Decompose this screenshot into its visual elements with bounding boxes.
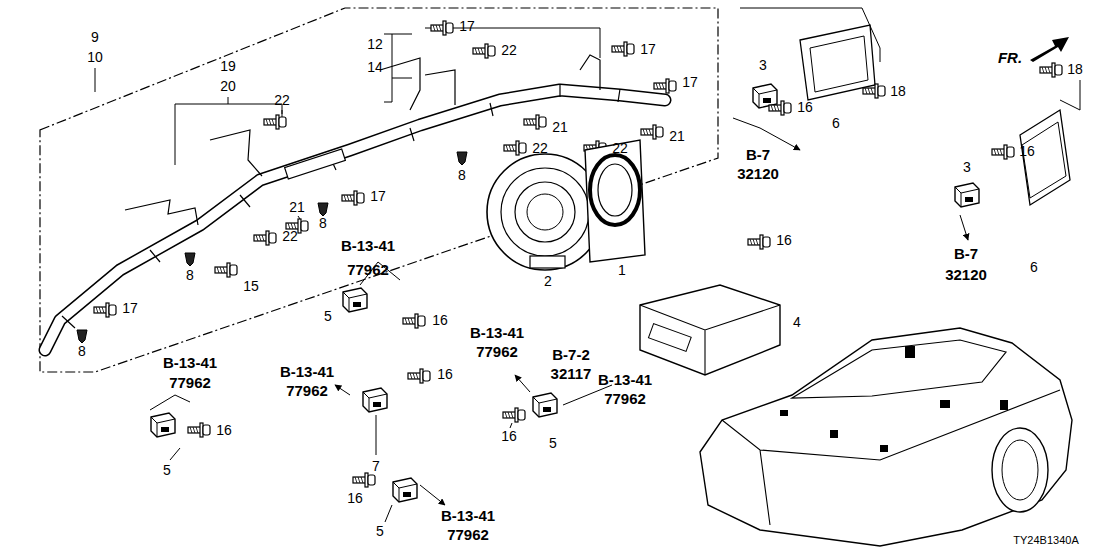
callout-number: 20: [219, 79, 237, 94]
callout-number: 16: [500, 429, 518, 444]
callout-number: 17: [458, 19, 476, 34]
callout-number: 7: [371, 459, 381, 474]
callout-number: 21: [288, 200, 306, 215]
callout-number: 5: [548, 436, 558, 451]
callout-number: 12: [366, 37, 384, 52]
reference-code: 32120: [736, 166, 780, 183]
callout-number: 8: [185, 268, 195, 283]
callout-number: 5: [162, 463, 172, 478]
callout-number: 17: [121, 301, 139, 316]
callout-number: 14: [366, 60, 384, 75]
callout-number: 16: [775, 233, 793, 248]
callout-number: 22: [500, 43, 518, 58]
callout-number: 8: [457, 168, 467, 183]
callout-number: 16: [346, 491, 364, 506]
reference-code: B-13-41: [469, 325, 525, 342]
callout-number: 10: [86, 50, 104, 65]
callout-number: 17: [681, 75, 699, 90]
reference-code: B-13-41: [279, 364, 335, 381]
callout-number: 21: [551, 120, 569, 135]
reference-code: 77962: [446, 527, 490, 544]
callout-number: 2: [543, 274, 553, 289]
reference-code: B-7: [953, 246, 979, 263]
callout-number: 16: [436, 367, 454, 382]
callout-number: 22: [273, 93, 291, 108]
callout-number: 8: [77, 344, 87, 359]
reference-code: 77962: [285, 383, 329, 400]
callout-number: 9: [90, 30, 100, 45]
callout-number: 16: [215, 423, 233, 438]
callout-number: 22: [531, 141, 549, 156]
reference-code: B-13-41: [340, 238, 396, 255]
callout-number: 1: [617, 263, 627, 278]
reference-code: 77962: [346, 262, 390, 279]
callout-number: 16: [431, 313, 449, 328]
callout-number: 15: [242, 279, 260, 294]
callout-number: 17: [639, 42, 657, 57]
diagram-code: TY24B1340A: [1012, 534, 1079, 546]
callout-number: 19: [219, 59, 237, 74]
callout-number: 16: [1018, 144, 1036, 159]
callout-number: 4: [792, 315, 802, 330]
callout-number: 6: [1029, 260, 1039, 275]
callout-number: 5: [323, 309, 333, 324]
callout-number: 16: [796, 100, 814, 115]
reference-code: B-7: [745, 147, 771, 164]
callout-number: 18: [889, 84, 907, 99]
reference-code: 32117: [550, 366, 593, 383]
callout-number: 18: [1066, 62, 1084, 77]
callout-number: 6: [831, 116, 841, 131]
reference-code: 77962: [168, 375, 212, 392]
callout-number: 17: [369, 189, 387, 204]
reference-code: 32120: [944, 267, 988, 284]
reference-code: B-13-41: [440, 508, 496, 525]
reference-code: B-13-41: [162, 355, 218, 372]
callout-number: 21: [668, 129, 686, 144]
callout-number: 22: [611, 141, 629, 156]
callout-number: 8: [318, 216, 328, 231]
callout-number: 3: [758, 58, 768, 73]
callout-number: 3: [962, 160, 972, 175]
reference-code: B-7-2: [551, 347, 591, 364]
front-indicator: FR.: [997, 50, 1023, 67]
reference-code: 77962: [603, 391, 647, 408]
reference-code: B-13-41: [597, 372, 653, 389]
callout-number: 5: [375, 524, 385, 539]
callout-number: 22: [281, 229, 299, 244]
reference-code: 77962: [475, 344, 519, 361]
